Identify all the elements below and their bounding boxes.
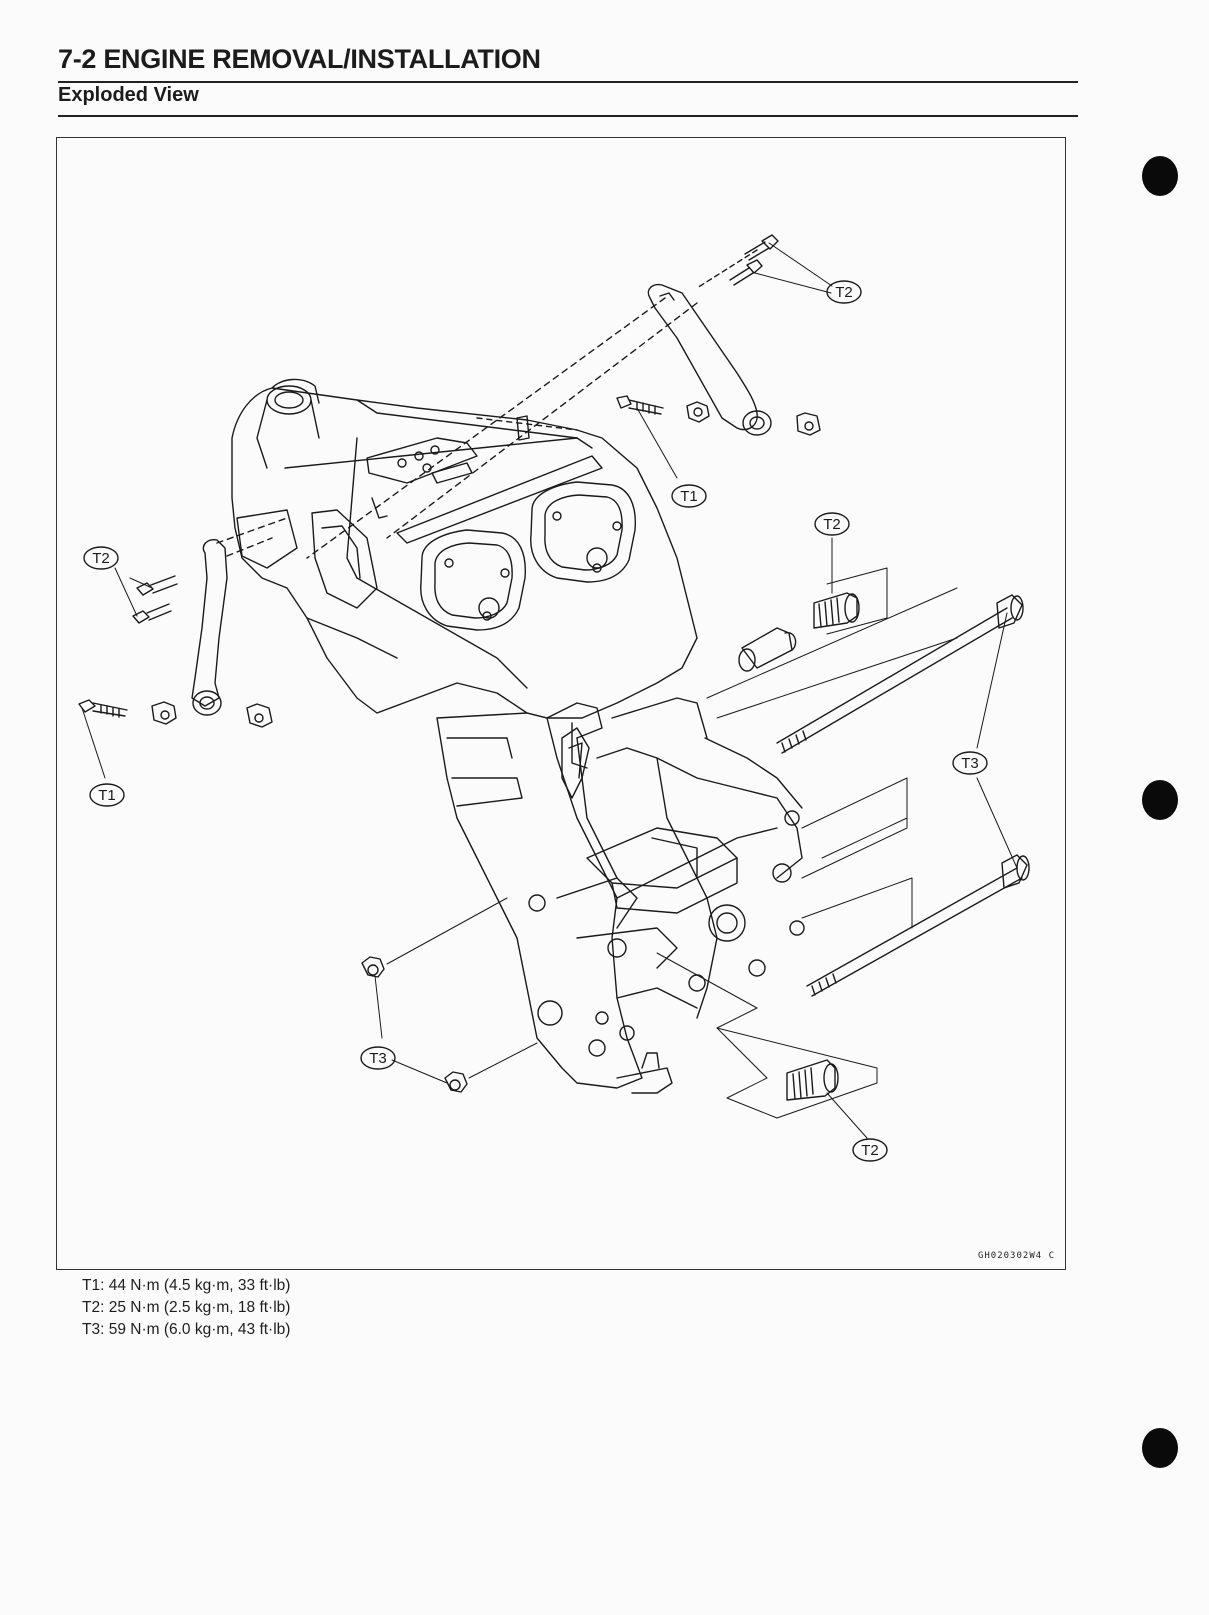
exploded-view-drawing: T2 T1 T2 T1 T2 T3 T3 T2 — [78, 234, 1030, 1162]
callout-t1-left-label: T1 — [98, 787, 116, 804]
callout-t2-upper: T2 — [826, 280, 862, 304]
right-side-fasteners — [361, 567, 1030, 1119]
callout-t2-middle: T2 — [814, 512, 850, 536]
callout-t2-lower: T2 — [852, 1138, 888, 1162]
drawing-code: GH020302W4 C — [977, 1251, 1055, 1261]
callout-t3-right: T3 — [952, 751, 988, 775]
callout-t3-lower-label: T3 — [369, 1050, 387, 1067]
callout-t2-lower-label: T2 — [861, 1142, 879, 1159]
callout-t2-left-label: T2 — [92, 550, 110, 567]
frame-top-bracket — [366, 415, 578, 519]
frame-lower-body — [436, 697, 805, 1094]
callout-t3-lower: T3 — [360, 1046, 396, 1070]
callout-t1-left: T1 — [89, 783, 125, 807]
callout-leaders — [81, 242, 1018, 1139]
torque-spec-t1: T1: 44 N·m (4.5 kg·m, 33 ft·lb) — [82, 1277, 291, 1294]
callout-t2-upper-label: T2 — [835, 284, 853, 301]
exploded-view-figure: T2 T1 T2 T1 T2 T3 T3 T2 GH020 — [56, 137, 1066, 1270]
binder-hole-middle — [1142, 780, 1178, 820]
page-title: 7-2 ENGINE REMOVAL/INSTALLATION — [58, 44, 541, 74]
frame-upper-body — [231, 378, 698, 719]
section-title: Exploded View — [58, 84, 199, 106]
title-rule — [58, 81, 1078, 83]
binder-hole-bottom — [1142, 1428, 1178, 1468]
callout-t2-middle-label: T2 — [823, 516, 841, 533]
callout-t1-upper-label: T1 — [680, 488, 698, 505]
upper-right-mount-bracket — [306, 234, 821, 559]
callout-t3-right-label: T3 — [961, 755, 979, 772]
section-rule — [58, 115, 1078, 117]
torque-spec-t2: T2: 25 N·m (2.5 kg·m, 18 ft·lb) — [82, 1299, 291, 1316]
binder-hole-top — [1142, 156, 1178, 196]
torque-specifications: T1: 44 N·m (4.5 kg·m, 33 ft·lb) T2: 25 N… — [82, 1275, 290, 1341]
left-mount-bracket — [78, 517, 288, 728]
frame-intake-openings — [420, 481, 636, 631]
torque-spec-t3: T3: 59 N·m (6.0 kg·m, 43 ft·lb) — [82, 1321, 291, 1338]
callout-t2-left: T2 — [83, 546, 119, 570]
callout-t1-upper: T1 — [671, 484, 707, 508]
